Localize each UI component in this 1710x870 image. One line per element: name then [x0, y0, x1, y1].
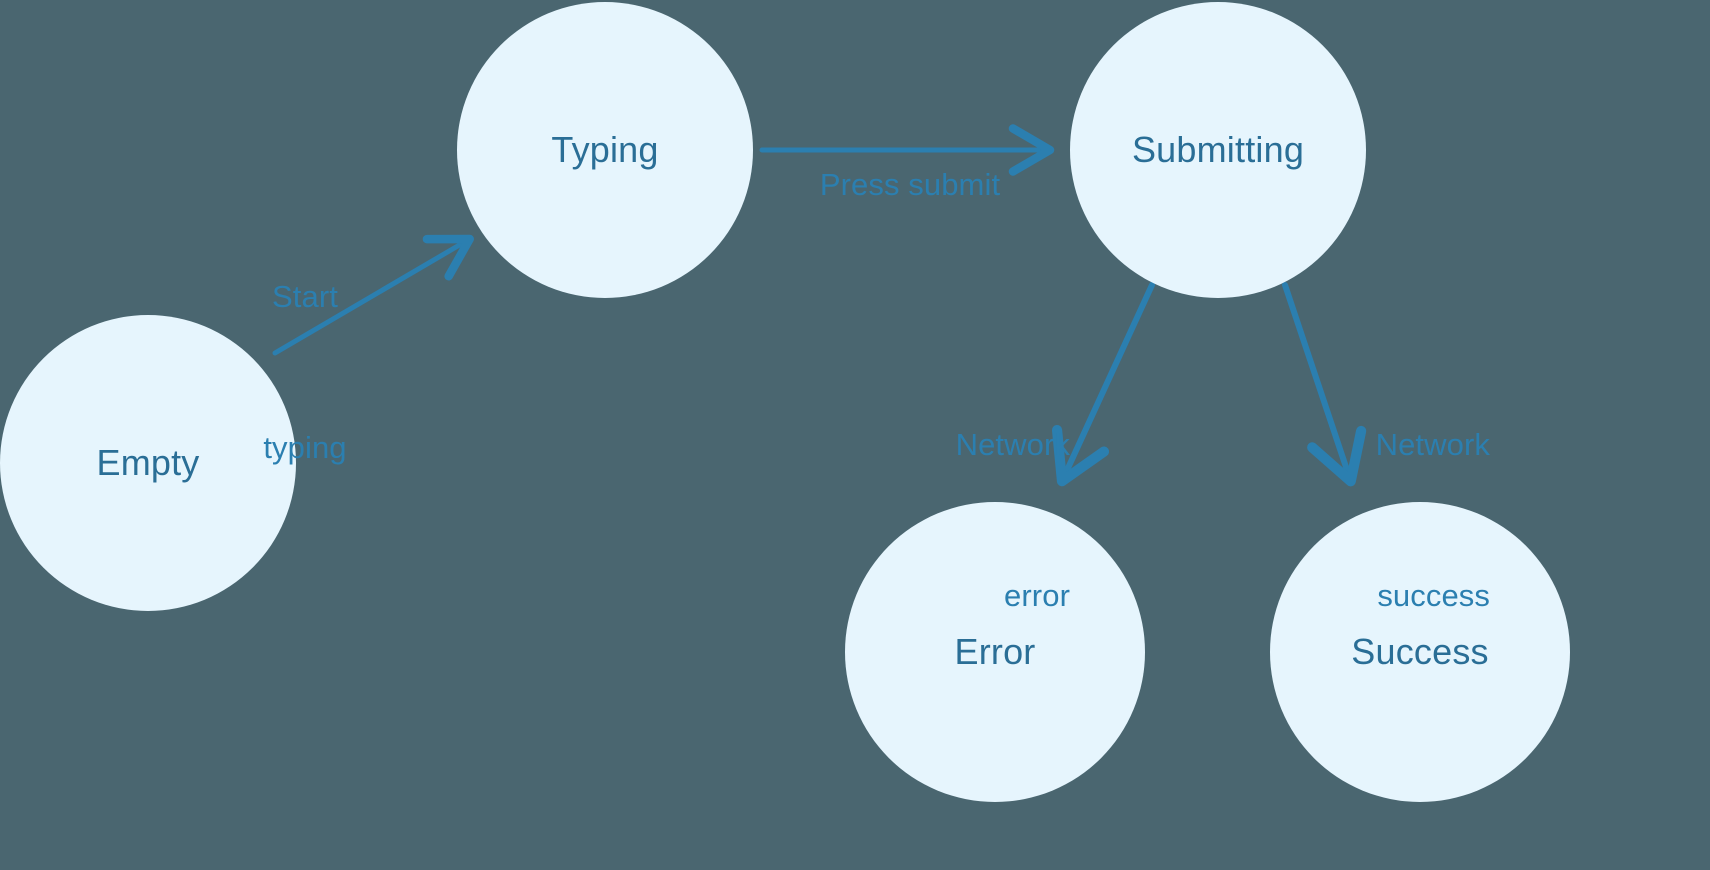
transition-label-line2: success	[1377, 578, 1490, 614]
transition-label-line1: Network	[955, 427, 1070, 463]
state-node-error[interactable]: Error	[845, 502, 1145, 802]
state-label-success: Success	[1351, 631, 1489, 672]
transition-label-network-success: Network success	[1300, 320, 1490, 722]
transition-label-line1: Press submit	[819, 167, 1001, 203]
transition-label-network-error: Network error	[880, 320, 1070, 722]
state-node-typing[interactable]: Typing	[457, 2, 753, 298]
transition-label-line1: Start	[272, 279, 338, 315]
transition-label-press-submit: Press submit	[795, 60, 1025, 311]
state-node-submitting[interactable]: Submitting	[1070, 2, 1366, 298]
state-label-empty: Empty	[96, 442, 200, 483]
transition-label-line2: error	[1004, 578, 1070, 614]
transition-label-line2: typing	[263, 430, 347, 466]
state-node-success[interactable]: Success	[1270, 502, 1570, 802]
transition-label-start-typing: Start typing	[250, 172, 360, 574]
state-label-typing: Typing	[551, 129, 659, 170]
transition-label-line1: Network	[1375, 427, 1490, 463]
state-node-empty[interactable]: Empty	[0, 315, 296, 611]
arrow-empty-to-typing	[272, 234, 474, 356]
arrow-submitting-to-success	[1282, 282, 1367, 487]
arrow-submitting-to-error	[1051, 282, 1155, 487]
state-label-error: Error	[954, 631, 1036, 672]
state-label-submitting: Submitting	[1131, 129, 1305, 170]
